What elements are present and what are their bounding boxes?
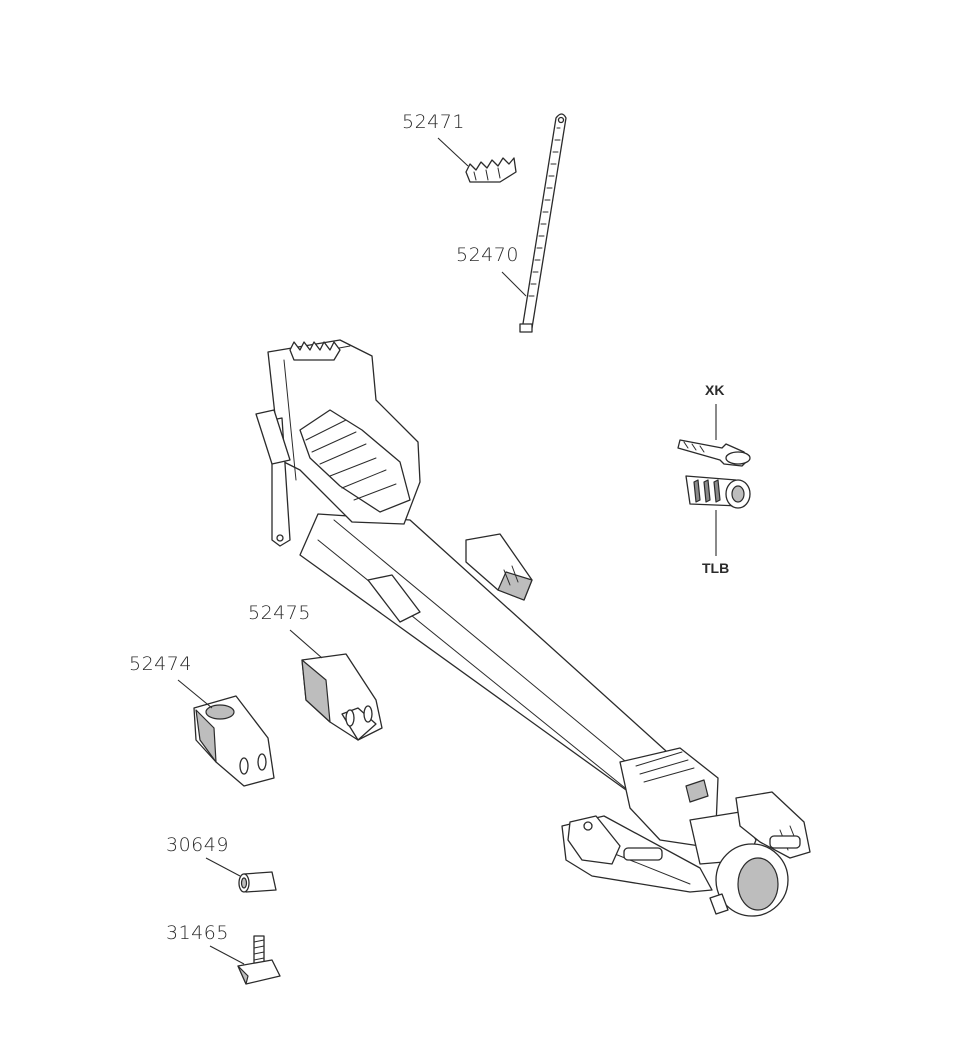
- part-label-31465: 31465: [166, 922, 229, 944]
- part-52474-clamp-block: [177, 679, 275, 787]
- part-52470-strap: [501, 113, 567, 333]
- part-label-52470: 52470: [456, 244, 519, 266]
- part-52475-clamp-block: [289, 629, 383, 741]
- part-label-tlb: TLB: [702, 560, 730, 576]
- part-tlb-lock-cylinder: [685, 475, 751, 556]
- part-30649-sleeve: [205, 857, 277, 893]
- part-label-52474: 52474: [129, 653, 192, 675]
- part-label-52471: 52471: [402, 111, 465, 133]
- part-52471-ratchet-pad: [437, 137, 517, 183]
- part-label-xk: XK: [705, 382, 725, 398]
- part-label-52475: 52475: [248, 602, 311, 624]
- part-31465-t-bolt: [209, 935, 281, 985]
- part-xk-key: [677, 404, 751, 467]
- bike-carrier-main-body: [255, 339, 811, 917]
- part-label-30649: 30649: [166, 834, 229, 856]
